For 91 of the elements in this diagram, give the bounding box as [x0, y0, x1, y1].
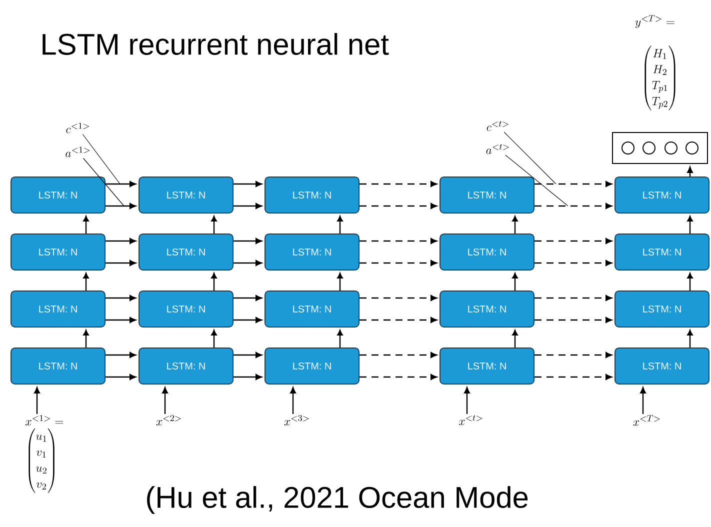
lstm-box: LSTM: N: [440, 290, 534, 328]
lstm-box: LSTM: N: [10, 234, 106, 270]
input-label: $x^{<2>}$: [156, 415, 181, 426]
arrow: [360, 317, 437, 323]
arrow: [360, 260, 437, 266]
arrow: [106, 374, 136, 380]
lstm-box: LSTM: N: [440, 234, 534, 270]
arrow: [83, 216, 89, 234]
arrow: [360, 295, 437, 301]
arrow: [211, 330, 217, 348]
arrow: [337, 272, 343, 290]
arrow: [106, 295, 136, 301]
lstm-box: LSTM: N: [138, 348, 234, 384]
arrow: [106, 203, 136, 209]
arrow: [534, 295, 612, 301]
lstm-box: LSTM: N: [10, 176, 106, 214]
arrow: [106, 238, 136, 244]
title: LSTM recurrent neural net: [42, 33, 389, 55]
arrow: [211, 272, 217, 290]
lstm-box: LSTM: N: [614, 176, 710, 214]
arrow: [234, 374, 262, 380]
input-label: $x^{<T>}$: [633, 415, 660, 426]
arrow: [360, 374, 437, 380]
arrow: [234, 317, 262, 323]
lstm-box: LSTM: N: [440, 348, 534, 384]
arrow: [687, 216, 693, 234]
arrow: [687, 330, 693, 348]
arrow: [360, 352, 437, 358]
arrow: [234, 181, 262, 187]
lstm-box: LSTM: N: [614, 234, 710, 270]
leader-line: [83, 158, 124, 206]
state-label: $a^{<t>}$: [486, 144, 509, 154]
leader-line: [504, 132, 556, 184]
arrow: [106, 181, 136, 187]
arrow: [234, 203, 262, 209]
arrow: [534, 352, 612, 358]
arrow: [234, 295, 262, 301]
citation: (Hu et al., 2021 Ocean Mode: [147, 486, 528, 514]
arrow: [211, 216, 217, 234]
state-label: $c^{<1>}$: [66, 122, 89, 134]
arrow: [512, 216, 518, 234]
arrow: [512, 330, 518, 348]
arrow: [83, 272, 89, 290]
arrow: [360, 181, 437, 187]
arrow: [534, 260, 612, 266]
lstm-box: LSTM: N: [614, 290, 710, 328]
lstm-box: LSTM: N: [10, 290, 106, 328]
arrow: [534, 317, 612, 323]
arrow: [234, 260, 262, 266]
arrow: [234, 352, 262, 358]
arrow: [337, 216, 343, 234]
arrow: [464, 387, 470, 414]
lstm-box: LSTM: N: [614, 348, 710, 384]
arrow: [106, 352, 136, 358]
arrow: [687, 272, 693, 290]
lstm-box: LSTM: N: [138, 176, 234, 214]
input-label: $x^{<3>}$: [284, 415, 309, 426]
arrow: [360, 238, 437, 244]
arrow: [162, 387, 168, 414]
leader-line: [82, 134, 120, 184]
lstm-box: LSTM: N: [10, 348, 106, 384]
output-vector: $\begin{pmatrix}H_1\\H_2\\T_{p1}\\T_{p2}\end{pmatrix}$: [644, 46, 676, 110]
arrow: [337, 330, 343, 348]
arrow: [106, 317, 136, 323]
lstm-box: LSTM: N: [440, 176, 534, 214]
arrow: [83, 330, 89, 348]
lstm-box: LSTM: N: [138, 290, 234, 328]
lstm-box: LSTM: N: [264, 176, 360, 214]
output-layer-box: [612, 132, 708, 164]
lstm-box: LSTM: N: [264, 234, 360, 270]
input-label: $x^{<t>}$: [458, 415, 482, 426]
arrow: [106, 260, 136, 266]
state-label: $a^{<1>}$: [66, 146, 90, 158]
arrow: [534, 203, 612, 209]
output-formula: $y^{<T>} =$: [635, 15, 674, 28]
input-label: $x^{<1>} =$ $\begin{pmatrix}u_1\\v_1\\u_2\\v_2\end{pmatrix}$: [26, 415, 64, 493]
arrow: [34, 387, 40, 414]
arrow: [640, 387, 646, 414]
arrow: [234, 238, 262, 244]
arrow: [534, 238, 612, 244]
state-label: $c^{<t>}$: [486, 120, 508, 132]
arrow: [687, 166, 693, 176]
arrow: [290, 387, 296, 414]
lstm-box: LSTM: N: [138, 234, 234, 270]
arrow: [360, 203, 437, 209]
lstm-box: LSTM: N: [264, 290, 360, 328]
lstm-box: LSTM: N: [264, 348, 360, 384]
arrow: [534, 374, 612, 380]
arrow: [534, 181, 612, 187]
arrow: [512, 272, 518, 290]
leader-line: [505, 154, 568, 206]
